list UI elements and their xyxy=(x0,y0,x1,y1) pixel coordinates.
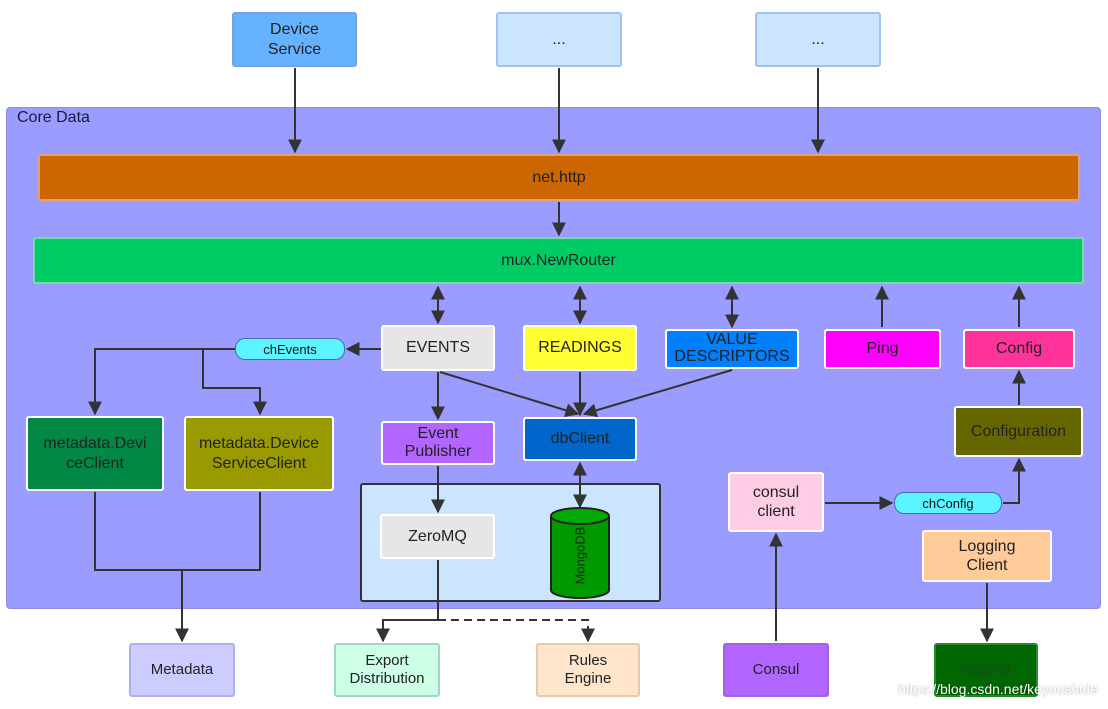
db-client-box[interactable]: dbClient xyxy=(523,417,637,461)
configuration-box[interactable]: Configuration xyxy=(954,406,1083,457)
ch-config-channel[interactable]: chConfig xyxy=(894,492,1002,514)
arrow-events-to-db-client xyxy=(439,371,580,418)
events-endpoint[interactable]: EVENTS xyxy=(381,325,495,371)
zeromq-box[interactable]: ZeroMQ xyxy=(380,514,495,559)
net-http-layer[interactable]: net.http xyxy=(38,154,1080,201)
line-device-client-down xyxy=(94,492,182,571)
arrow-ch-events-to-device-client xyxy=(88,348,235,416)
event-publisher-box[interactable]: Event Publisher xyxy=(381,421,495,465)
rules-engine-box[interactable]: Rules Engine xyxy=(536,643,640,697)
placeholder-service-box-2[interactable]: ... xyxy=(755,12,881,67)
core-data-label: Core Data xyxy=(17,109,90,126)
consul-client-box[interactable]: consul client xyxy=(728,472,824,532)
ch-events-channel[interactable]: chEvents xyxy=(235,338,345,360)
arrow-zeromq-to-export-distribution xyxy=(376,560,439,643)
export-distribution-box[interactable]: Export Distribution xyxy=(334,643,440,697)
arrow-zeromq-to-rules-engine xyxy=(438,619,595,643)
mux-router-layer[interactable]: mux.NewRouter xyxy=(33,237,1084,284)
mongodb-cylinder-icon xyxy=(550,507,610,599)
metadata-device-client-box[interactable]: metadata.Devi ceClient xyxy=(26,416,164,491)
config-endpoint[interactable]: Config xyxy=(963,329,1075,369)
logging-external-box[interactable]: logging xyxy=(934,643,1038,697)
device-service-box[interactable]: Device Service xyxy=(232,12,357,67)
line-service-client-down xyxy=(182,492,261,571)
arrow-value-descriptors-to-db-client xyxy=(582,369,733,418)
watermark: https://blog.csdn.net/keyoushide xyxy=(897,681,1098,697)
arrow-ch-events-to-service-client xyxy=(202,349,267,416)
placeholder-service-box-1[interactable]: ... xyxy=(496,12,622,67)
logging-client-box[interactable]: Logging Client xyxy=(922,530,1052,582)
metadata-external-box[interactable]: Metadata xyxy=(129,643,235,697)
readings-endpoint[interactable]: READINGS xyxy=(523,325,637,371)
arrow-ch-config-to-configuration xyxy=(1003,457,1026,504)
ping-endpoint[interactable]: Ping xyxy=(824,329,941,369)
metadata-device-service-client-box[interactable]: metadata.Device ServiceClient xyxy=(184,416,334,491)
mongodb-label: MongoDB xyxy=(572,526,588,584)
value-descriptors-endpoint[interactable]: VALUE DESCRIPTORS xyxy=(665,329,799,369)
consul-external-box[interactable]: Consul xyxy=(723,643,829,697)
